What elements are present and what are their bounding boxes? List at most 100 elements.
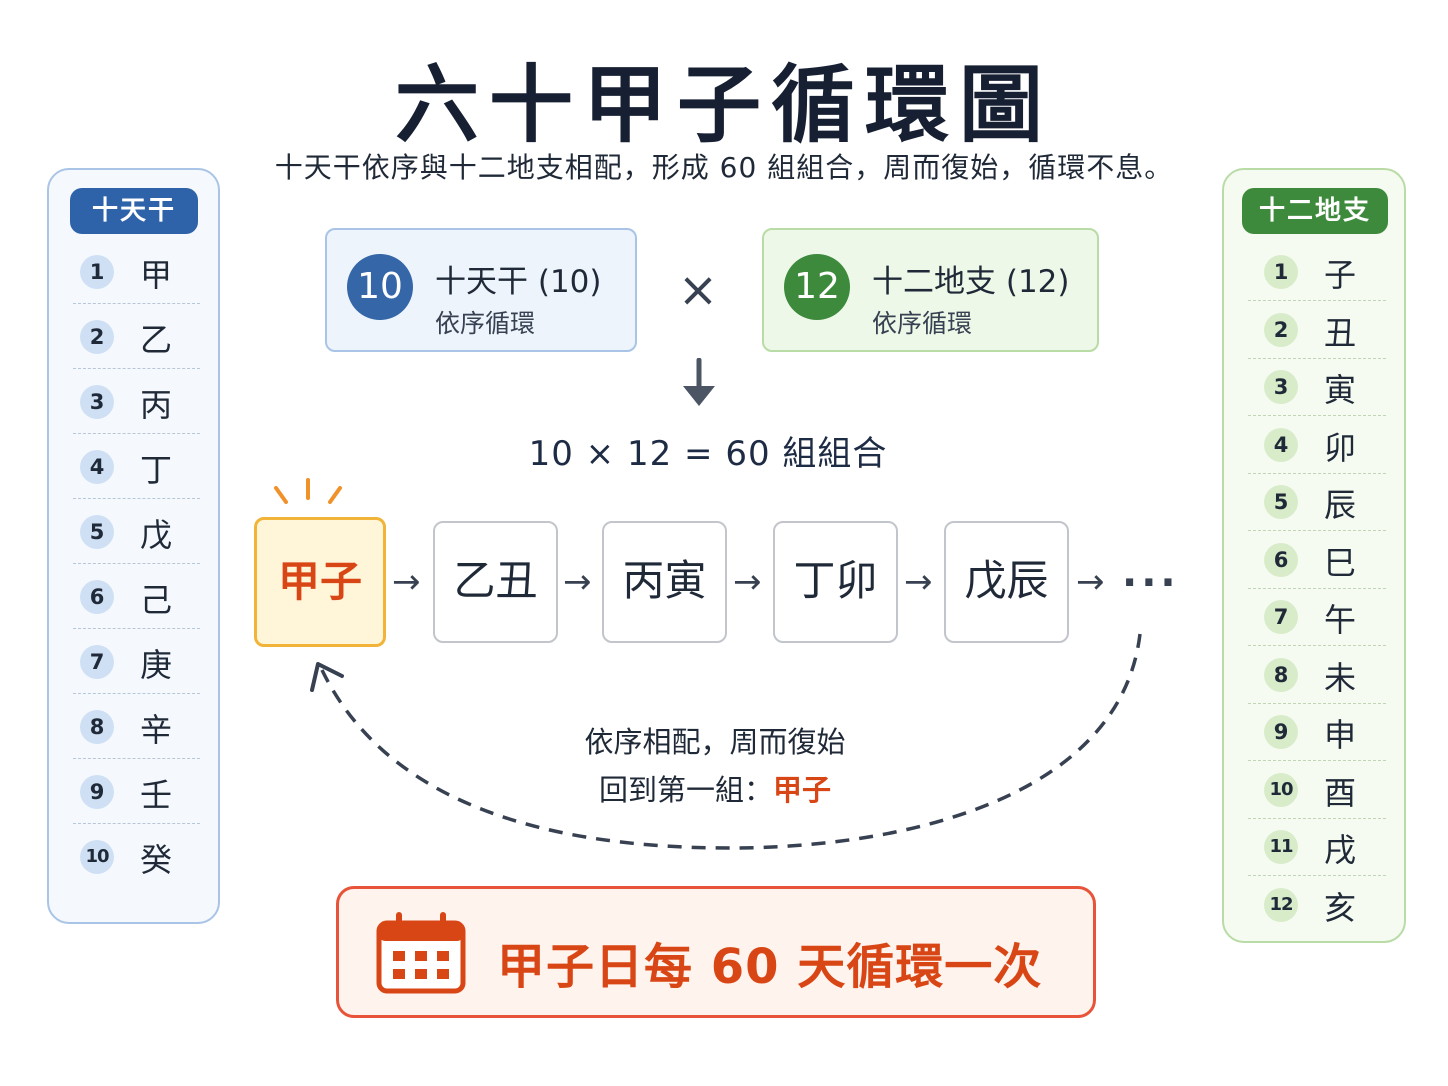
item-number-badge: 9 bbox=[1264, 715, 1298, 749]
sequence-box: 丁卯 bbox=[773, 521, 898, 643]
item-character: 未 bbox=[1324, 658, 1357, 697]
item-character: 丁 bbox=[140, 451, 173, 489]
item-number-badge: 4 bbox=[80, 450, 114, 484]
sequence-box: 丙寅 bbox=[602, 521, 727, 643]
item-divider bbox=[1248, 645, 1386, 646]
item-number-badge: 4 bbox=[1264, 427, 1298, 462]
item-number-badge: 2 bbox=[80, 320, 114, 354]
item-number-badge: 12 bbox=[1264, 887, 1298, 922]
item-character: 亥 bbox=[1324, 888, 1357, 927]
item-number-badge: 7 bbox=[1264, 600, 1298, 634]
item-number-badge: 7 bbox=[80, 645, 114, 679]
list-item: 10 酉 bbox=[1224, 772, 1404, 831]
item-divider bbox=[73, 628, 200, 629]
item-number-badge: 10 bbox=[1264, 772, 1298, 807]
item-number-badge: 5 bbox=[80, 515, 114, 549]
item-character: 丑 bbox=[1324, 313, 1357, 352]
sequence-arrow-icon: → bbox=[1076, 562, 1105, 602]
item-character: 己 bbox=[140, 581, 173, 619]
highlight-sparkle-icon bbox=[274, 478, 342, 504]
cycle-banner: 甲子日每 60 天循環一次 bbox=[336, 886, 1096, 1018]
item-divider bbox=[73, 498, 200, 499]
loop-caption-line1: 依序相配，周而復始 bbox=[584, 725, 846, 759]
item-divider bbox=[1248, 587, 1386, 589]
stems-info-sub: 依序循環 bbox=[435, 309, 536, 338]
item-character: 寅 bbox=[1324, 371, 1357, 409]
down-arrow-icon bbox=[683, 358, 715, 406]
sequence-box: 戊辰 bbox=[944, 521, 1069, 643]
item-character: 午 bbox=[1324, 601, 1357, 639]
item-character: 乙 bbox=[140, 321, 173, 359]
item-divider bbox=[1248, 415, 1386, 416]
banner-text: 甲子日每 60 天循環一次 bbox=[497, 939, 1043, 995]
item-character: 辛 bbox=[140, 711, 173, 749]
branches-info-box: 12 十二地支 (12) 依序循環 bbox=[762, 228, 1099, 352]
sequence-ellipsis: ··· bbox=[1122, 560, 1180, 606]
sequence-box: 乙丑 bbox=[433, 521, 558, 643]
loop-caption-line2: 回到第一組：甲子 bbox=[480, 766, 950, 814]
sequence-box-first: 甲子 bbox=[254, 517, 386, 647]
item-character: 庚 bbox=[140, 646, 173, 684]
item-character: 癸 bbox=[140, 841, 173, 879]
item-divider bbox=[73, 563, 200, 564]
item-divider bbox=[1248, 702, 1386, 704]
stems-count-badge: 10 bbox=[347, 254, 413, 320]
item-divider bbox=[73, 303, 200, 304]
item-character: 壬 bbox=[140, 776, 173, 814]
item-divider bbox=[1248, 472, 1386, 474]
item-number-badge: 1 bbox=[80, 255, 114, 289]
loop-caption-highlight: 甲子 bbox=[773, 773, 832, 807]
item-divider bbox=[73, 758, 200, 759]
calendar-icon bbox=[376, 912, 466, 994]
item-divider bbox=[1248, 817, 1386, 819]
item-character: 戌 bbox=[1324, 831, 1357, 869]
multiply-sign: × bbox=[677, 262, 719, 318]
item-number-badge: 8 bbox=[80, 710, 114, 744]
item-character: 申 bbox=[1324, 716, 1357, 754]
heavenly-stems-header: 十天干 bbox=[70, 188, 198, 234]
item-number-badge: 5 bbox=[1264, 485, 1298, 519]
item-divider bbox=[1248, 300, 1386, 301]
item-divider bbox=[1248, 357, 1386, 359]
list-item: 12 亥 bbox=[1224, 887, 1404, 946]
item-character: 巳 bbox=[1324, 543, 1357, 582]
item-divider bbox=[73, 433, 200, 434]
sequence-arrow-icon: → bbox=[563, 562, 592, 602]
item-number-badge: 6 bbox=[80, 580, 114, 614]
page-subtitle: 十天干依序與十二地支相配，形成 60 組組合，周而復始，循環不息。 bbox=[274, 151, 1174, 184]
stems-info-label: 十天干 (10) bbox=[435, 264, 602, 300]
item-divider bbox=[73, 368, 200, 369]
combination-formula: 10 × 12 = 60 組組合 bbox=[528, 434, 888, 474]
stems-info-box: 10 十天干 (10) 依序循環 bbox=[325, 228, 637, 352]
item-character: 卯 bbox=[1324, 428, 1357, 467]
item-divider bbox=[1248, 875, 1386, 876]
item-number-badge: 3 bbox=[1264, 370, 1298, 404]
item-number-badge: 10 bbox=[80, 840, 114, 874]
item-number-badge: 2 bbox=[1264, 312, 1298, 347]
item-character: 酉 bbox=[1324, 773, 1357, 812]
item-number-badge: 1 bbox=[1264, 255, 1298, 289]
item-number-badge: 3 bbox=[80, 385, 114, 419]
sequence-arrow-icon: → bbox=[733, 562, 762, 602]
earthly-branches-header: 十二地支 bbox=[1242, 188, 1388, 234]
sequence-arrow-icon: → bbox=[904, 562, 933, 602]
branches-info-sub: 依序循環 bbox=[872, 309, 973, 338]
branches-info-label: 十二地支 (12) bbox=[872, 264, 1070, 300]
item-character: 丙 bbox=[140, 386, 173, 424]
